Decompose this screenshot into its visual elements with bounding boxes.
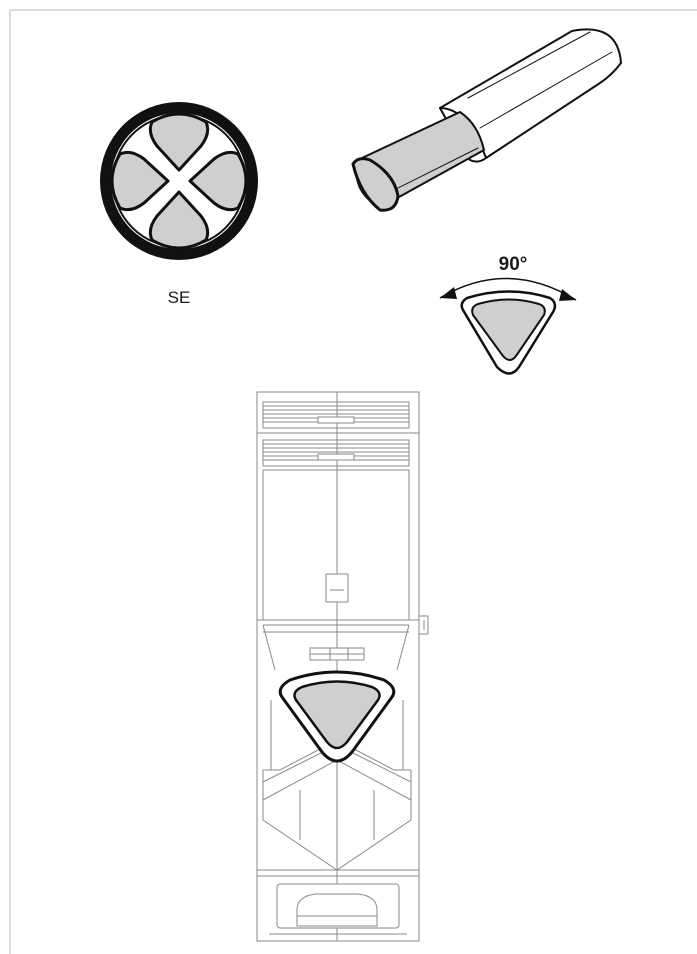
- clamp-screw-top: [262, 401, 410, 429]
- se-conductor-cross-section: [100, 102, 258, 260]
- sector-strand-left: [110, 150, 170, 212]
- arrow-left-icon: [440, 287, 457, 299]
- side-latch: [419, 615, 429, 635]
- inserted-conductor: [278, 670, 396, 763]
- sector-conductor-core: [471, 298, 546, 361]
- angle-label: 90°: [499, 254, 528, 275]
- conductor-type-label: SE: [168, 288, 191, 307]
- sector-strand-right: [188, 150, 248, 212]
- terminal-block: [256, 391, 429, 942]
- clamp-screw-second: [262, 439, 410, 467]
- angle-arc: [439, 277, 577, 301]
- stripped-conductor: [351, 28, 622, 212]
- sector-profile-detail: [439, 277, 577, 375]
- terminal-housing: [256, 391, 420, 942]
- page-border: [9, 9, 697, 954]
- sector-strand-bottom: [148, 190, 210, 250]
- conductor-end-face: [351, 157, 400, 212]
- test-point: [325, 573, 349, 603]
- sector-strand-top: [148, 112, 210, 172]
- inserted-conductor-core: [293, 680, 381, 750]
- inner-gap: [111, 113, 247, 249]
- arrow-right-icon: [559, 289, 576, 301]
